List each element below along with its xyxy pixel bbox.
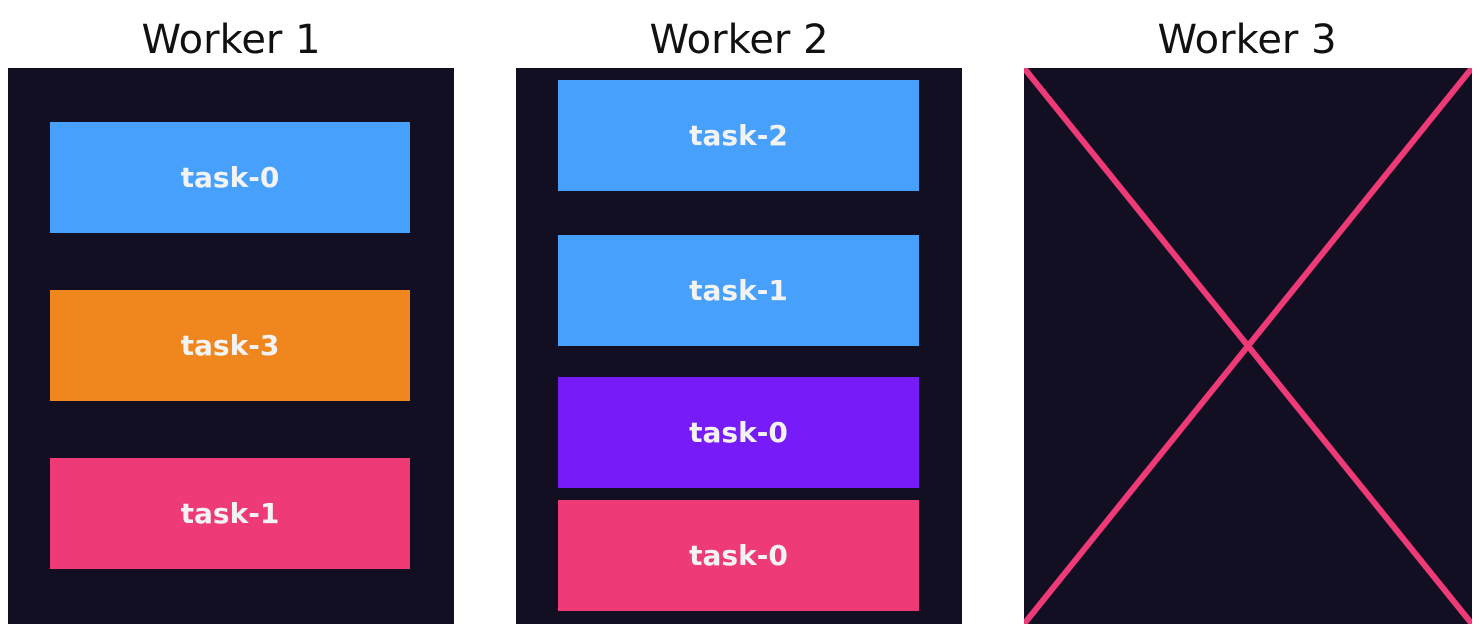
worker-1-panel: task-0 task-3 task-1 — [8, 68, 454, 624]
cross-line-2 — [1024, 68, 1472, 624]
failed-cross-icon — [1024, 68, 1472, 624]
worker-2-title: Worker 2 — [649, 17, 829, 63]
worker-1-task-2: task-1 — [50, 458, 410, 569]
worker-1-title: Worker 1 — [141, 17, 321, 63]
worker-3-panel — [1024, 68, 1472, 624]
worker-2-task-1: task-1 — [558, 235, 919, 346]
worker-3-title: Worker 3 — [1157, 17, 1337, 63]
worker-1-task-0: task-0 — [50, 122, 410, 233]
worker-2-task-2: task-0 — [558, 377, 919, 488]
worker-2-task-3: task-0 — [558, 500, 919, 611]
worker-2-task-0: task-2 — [558, 80, 919, 191]
worker-2-panel: task-2 task-1 task-0 task-0 — [516, 68, 962, 624]
worker-1-task-1: task-3 — [50, 290, 410, 401]
